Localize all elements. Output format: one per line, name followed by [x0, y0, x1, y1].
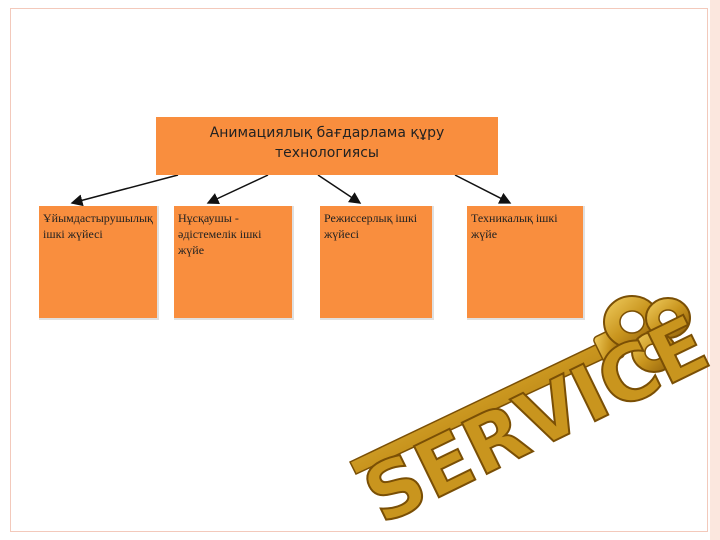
key-service-text: SERVICE	[351, 299, 720, 540]
